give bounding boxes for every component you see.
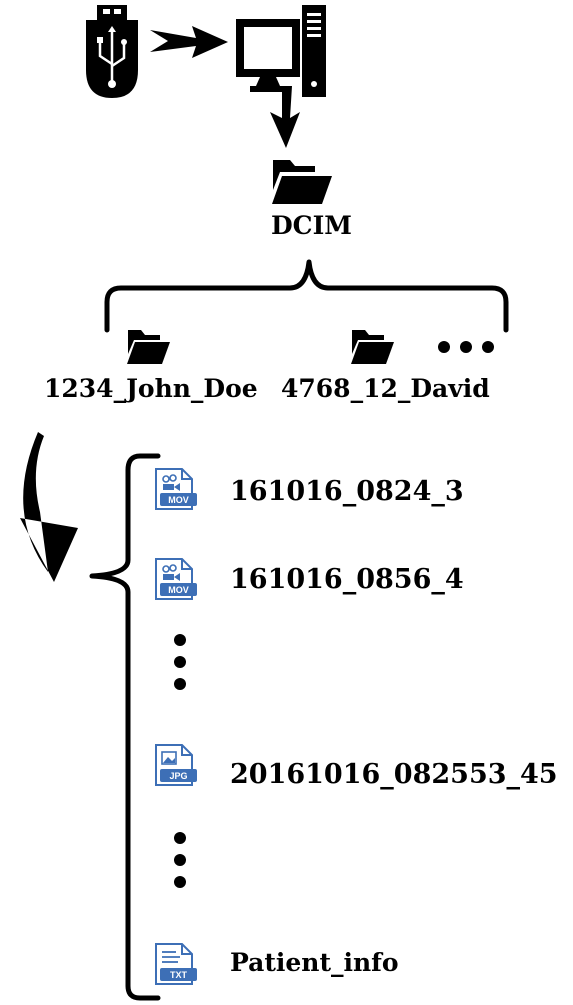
subfolder-label: 1234_John_Doe	[44, 374, 258, 403]
file-name-label: Patient_info	[230, 948, 399, 977]
file-name-label: 161016_0824_3	[230, 476, 464, 507]
more-folders-ellipsis	[438, 341, 494, 353]
text-file-icon: TXT	[155, 943, 197, 985]
video-file-icon: MOV	[155, 468, 197, 510]
root-folder-label: DCIM	[271, 211, 352, 240]
file-type-badge: JPG	[169, 771, 187, 781]
video-file-icon: MOV	[155, 558, 197, 600]
file-type-badge: MOV	[168, 495, 189, 505]
subfolder-label: 4768_12_David	[281, 374, 490, 403]
more-files-ellipsis	[174, 634, 186, 690]
more-files-ellipsis	[174, 832, 186, 888]
dcim-children-bracket	[104, 259, 509, 333]
arrow-usb-to-computer	[150, 26, 228, 58]
computer-icon	[236, 5, 326, 97]
file-name-label: 20161016_082553_45	[230, 759, 558, 790]
subfolder-1-folder-icon	[127, 330, 170, 364]
subfolder-2-folder-icon	[351, 330, 394, 364]
file-type-badge: MOV	[168, 585, 189, 595]
arrow-computer-to-dcim	[270, 86, 300, 148]
file-name-label: 161016_0856_4	[230, 564, 464, 595]
file-list-bracket	[89, 453, 161, 1001]
dcim-folder-icon	[272, 160, 332, 204]
usb-drive-icon	[86, 5, 138, 98]
image-file-icon: JPG	[155, 744, 197, 786]
file-type-badge: TXT	[170, 970, 188, 980]
arrow-to-file-list	[20, 432, 78, 582]
